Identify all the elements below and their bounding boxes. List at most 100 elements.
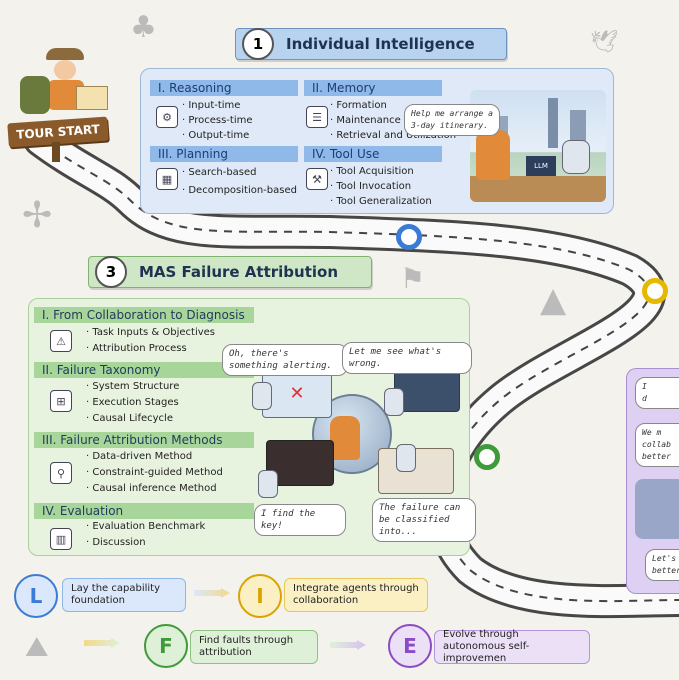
memory-item: Formation [330, 99, 386, 113]
backpack-icon [20, 76, 50, 114]
partial-bubble-text: Let's d [652, 554, 679, 563]
checkpoint-yellow [642, 278, 668, 304]
diagnosis-icon: ⚠ [50, 330, 72, 352]
partial-bubble-text: better s [652, 566, 679, 575]
face-icon [54, 60, 76, 80]
alert-speech-bubble: Oh, there's something alerting. [222, 344, 348, 376]
reasoning-item: Input-time [182, 99, 240, 113]
lifi-letter-e: E [388, 624, 432, 668]
methods-heading: III. Failure Attribution Methods [34, 432, 254, 448]
evaluation-heading: IV. Evaluation [34, 503, 254, 519]
planning-heading: III. Planning [150, 146, 298, 162]
planning-item: Decomposition-based [182, 184, 297, 198]
section3-number: 3 [95, 256, 127, 288]
check-speech-bubble: Let me see what's wrong. [342, 342, 472, 374]
check-speech-text: Let me see what's wrong. [349, 347, 442, 369]
plan-board-icon: ▦ [156, 168, 178, 190]
explorer-illustration [18, 48, 108, 118]
arrow-icon [84, 638, 120, 648]
alert-screen-icon: ✕ [262, 368, 332, 418]
partial-bubble-text: I [642, 382, 647, 391]
windmill-sketch: ✢ [22, 195, 53, 236]
map-icon [76, 86, 108, 110]
collab-item: Task Inputs & Objectives [86, 326, 215, 340]
partial-bubble: Let's d better s [645, 549, 679, 581]
tool-use-item: Tool Generalization [330, 195, 431, 209]
reasoning-item: Output-time [182, 129, 249, 143]
classify-speech-bubble: The failure can be classified into... [372, 498, 476, 542]
lifi-letter-text: L [29, 584, 43, 608]
lifi-box-f: Find faults through attribution [190, 630, 318, 664]
checkpoint-green [474, 444, 500, 470]
lifi-box-text: Lay the capability foundation [71, 583, 161, 606]
partial-bubble-text: better [642, 452, 671, 461]
lifi-box-text: Evolve through autonomous self-improveme… [443, 629, 530, 664]
brain-gear-icon: ⚙ [156, 106, 178, 128]
toolbox-icon: ⚒ [306, 168, 328, 190]
partial-bubble-text: collab [642, 440, 671, 449]
lifi-letter-text: F [159, 634, 173, 658]
reasoning-item: Process-time [182, 114, 252, 128]
desk-icon [470, 176, 606, 202]
hat-icon [46, 48, 84, 60]
arrow-icon [330, 640, 366, 650]
itinerary-speech-text: Help me arrange a 3-day itinerary. [411, 109, 493, 130]
memory-heading: II. Memory [304, 80, 442, 96]
classify-speech-text: The failure can be classified into... [379, 503, 461, 537]
lifi-box-e: Evolve through autonomous self-improveme… [434, 629, 590, 664]
taxonomy-item: Causal Lifecycle [86, 412, 173, 426]
planning-item: Search-based [182, 166, 256, 180]
tool-use-item: Tool Invocation [330, 180, 411, 194]
taxonomy-item: Execution Stages [86, 396, 178, 410]
lifi-letter-text: I [256, 584, 264, 608]
bar-chart-icon: ▥ [50, 528, 72, 550]
sign-post [52, 142, 60, 162]
collab-heading: I. From Collaboration to Diagnosis [34, 307, 254, 323]
section1-banner: 1 Individual Intelligence [235, 28, 507, 60]
robot-icon [396, 444, 416, 472]
lifi-letter-f: F [144, 624, 188, 668]
hierarchy-icon: ⊞ [50, 390, 72, 412]
section1-number: 1 [242, 28, 274, 60]
key-speech-bubble: I find the key! [254, 504, 346, 536]
reasoning-heading: I. Reasoning [150, 80, 298, 96]
robot-group-icon [635, 479, 679, 539]
tool-use-heading: IV. Tool Use [304, 146, 442, 162]
partial-bubble-text: We m [642, 428, 662, 437]
lifi-box-i: Integrate agents through collaboration [284, 578, 428, 612]
robot-icon [384, 388, 404, 416]
section3-banner: 3 MAS Failure Attribution [88, 256, 372, 288]
evaluation-item: Evaluation Benchmark [86, 520, 205, 534]
laptop-label: LLM [534, 162, 548, 170]
section3-title: MAS Failure Attribution [139, 263, 339, 281]
arrow-icon [194, 588, 230, 598]
mountain-sketch: ▲ [540, 280, 567, 320]
robot-icon [252, 382, 272, 410]
lifi-letter-l: L [14, 574, 58, 618]
section4-panel-partial: I d We m collab better Let's d better s [626, 368, 679, 594]
methods-item: Constraint-guided Method [86, 466, 222, 480]
taxonomy-heading: II. Failure Taxonomy [34, 362, 254, 378]
memory-item: Retrieval and Utilization [330, 129, 456, 143]
lifi-box-l: Lay the capability foundation [62, 578, 186, 612]
bird-sketch: 🕊 [590, 30, 618, 55]
lifi-box-text: Find faults through attribution [199, 635, 294, 658]
lifi-letter-i: I [238, 574, 282, 618]
laptop-icon: LLM [526, 156, 556, 176]
methods-item: Data-driven Method [86, 450, 192, 464]
robot-icon [562, 140, 590, 174]
lifi-box-text: Integrate agents through collaboration [293, 583, 419, 606]
cards-stack-icon [378, 448, 454, 494]
partial-bubble: I d [635, 377, 679, 409]
tour-start-label: TOUR START [15, 122, 101, 142]
section1-title: Individual Intelligence [286, 35, 475, 53]
collab-item: Attribution Process [86, 342, 186, 356]
checkpoint-blue [396, 224, 422, 250]
tree-sketch: ♣ [130, 10, 157, 45]
robot-icon [258, 470, 278, 498]
methods-item: Causal inference Method [86, 482, 216, 496]
alert-speech-text: Oh, there's something alerting. [229, 349, 332, 371]
itinerary-speech-bubble: Help me arrange a 3-day itinerary. [404, 104, 500, 136]
tower-icon [548, 98, 558, 148]
